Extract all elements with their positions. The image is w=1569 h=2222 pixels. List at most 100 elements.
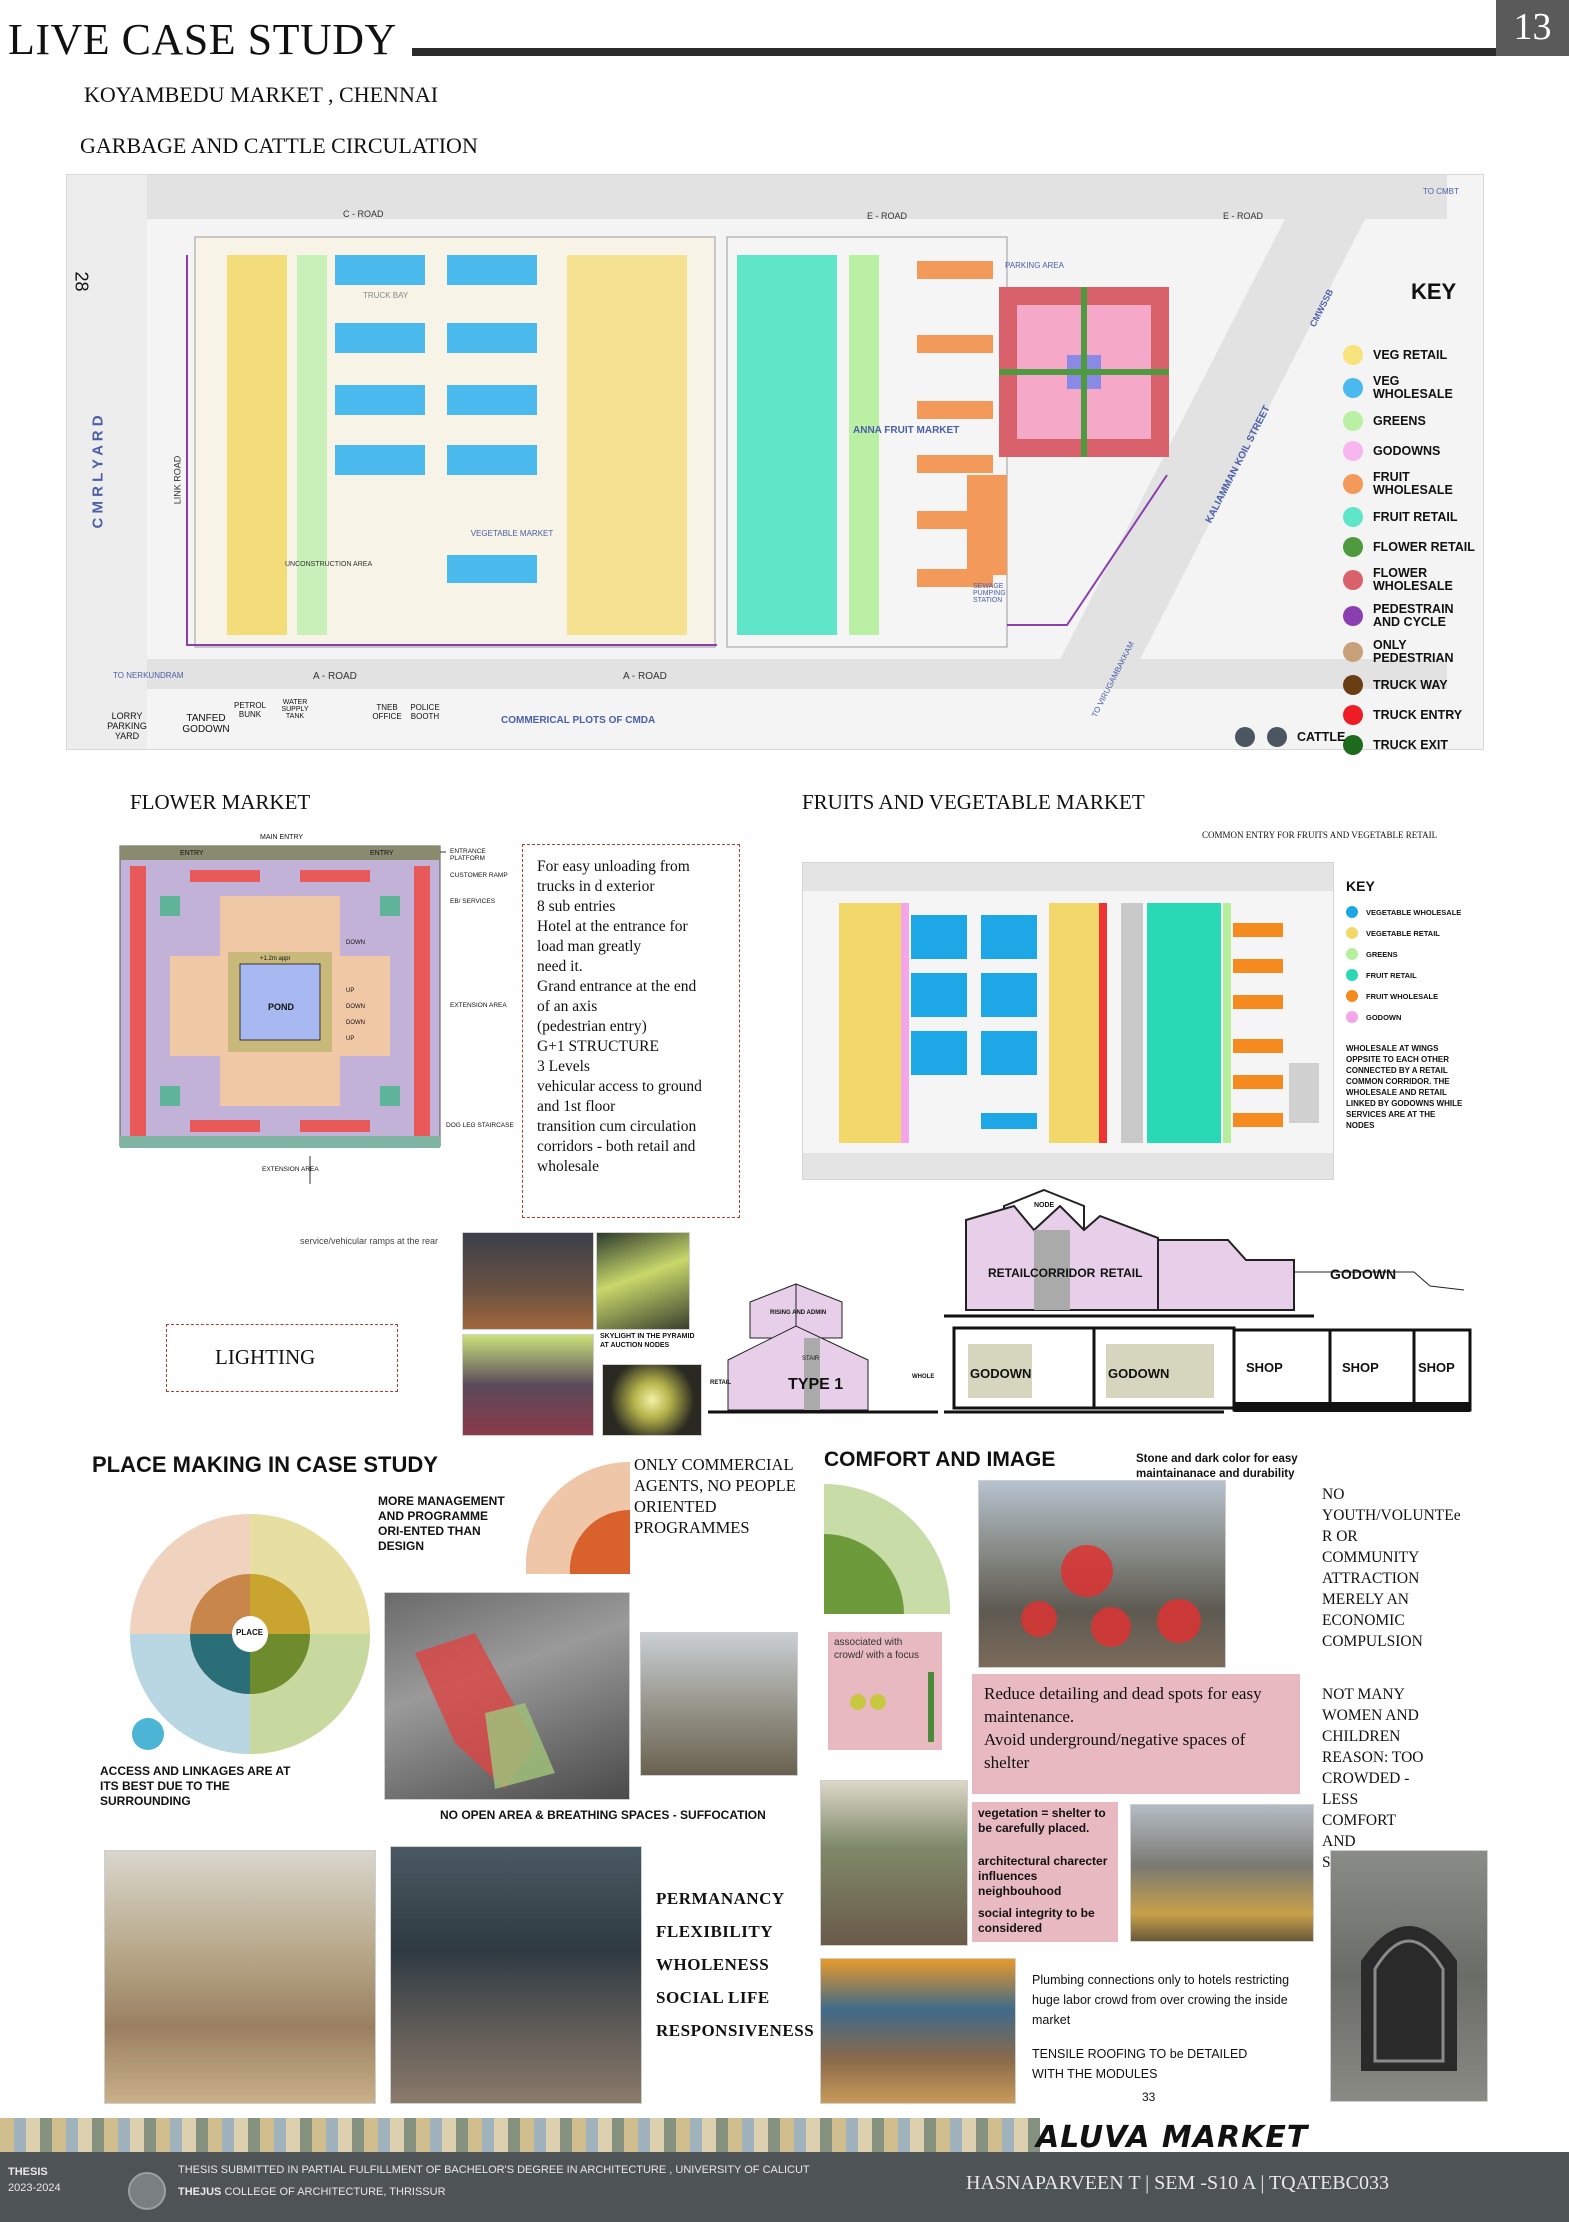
crowd-focus-drawing: [850, 1672, 934, 1742]
flower-note-line: Hotel at the entrance for: [537, 918, 688, 935]
flower-note-line: and 1st floor: [537, 1098, 616, 1115]
cattle-legend: CATTLE: [1267, 727, 1345, 747]
key-swatch-icon: [1343, 735, 1363, 755]
flower-label-extension-area: EXTENSION AREA: [450, 1002, 507, 1009]
market-shed-photo: [104, 1850, 376, 2104]
sociability-fan-drawing: [525, 1461, 630, 1574]
submission-text: THESIS SUBMITTED IN PARTIAL FULFILLMENT …: [178, 2164, 810, 2176]
road-label-a1: A - ROAD: [313, 671, 357, 682]
label-lorry-parking: LORRY PARKING YARD: [107, 711, 147, 741]
type1-label: TYPE 1: [788, 1376, 844, 1393]
flower-label-eb-services: EB/ SERVICES: [450, 898, 496, 905]
quality-wholeness: WHOLENESS: [656, 1955, 770, 1974]
comfort-fan: [824, 1484, 951, 1614]
node-section: NODE RETAIL CORRIDOR RETAIL GODOWN GODOW…: [944, 1180, 1474, 1420]
thesis-year: 2023-2024: [8, 2182, 61, 2194]
fv-key-list: VEGETABLE WHOLESALE VEGETABLE RETAIL GREEN…: [1346, 906, 1466, 1023]
quality-social-life: SOCIAL LIFE: [656, 1988, 770, 2007]
upper-godown: GODOWN: [1330, 1266, 1397, 1282]
college-text: THEJUS COLLEGE OF ARCHITECTURE, THRISSUR: [178, 2186, 446, 2198]
key-swatch-icon: [1343, 570, 1363, 590]
flower-entry-left: ENTRY: [180, 850, 204, 857]
key-swatch-icon: [1343, 642, 1363, 662]
label-anna-fruit-market: ANNA FRUIT MARKET: [853, 425, 960, 436]
cmrl-yard-label: C M R L Y A R D: [89, 415, 107, 529]
road-label-e1: E - ROAD: [867, 211, 908, 221]
flower-label-dog-leg: DOG LEG STAIRCASE: [446, 1122, 514, 1129]
key-swatch-icon: [1343, 705, 1363, 725]
fv-plan-drawing: [803, 863, 1333, 1179]
flower-label-down2: DOWN: [346, 1004, 365, 1010]
management-note: MORE MANAGEMENT AND PROGRAMME ORI-ENTED …: [378, 1494, 505, 1553]
shop-3: SHOP: [1418, 1360, 1455, 1375]
key-label: PEDESTRAIN AND CYCLE: [1373, 602, 1454, 629]
label-tneb-office: TNEB OFFICE: [372, 703, 402, 721]
college-logo-icon: [128, 2172, 166, 2210]
key-label: VEG RETAIL: [1373, 347, 1448, 362]
flyover-photo: [640, 1632, 798, 1776]
label-to-nerkundram: TO NERKUNDRAM: [113, 671, 184, 680]
flower-note-line: 8 sub entries: [537, 898, 616, 915]
key-swatch-icon: [1346, 948, 1358, 960]
label-water-tank: WATER SUPPLY TANK: [281, 699, 309, 720]
fv-key-item: GODOWN: [1346, 1011, 1466, 1023]
qualities-list: PERMANANCY FLEXIBILITY WHOLENESS SOCIAL …: [656, 1882, 814, 2047]
fv-key-item: VEGETABLE RETAIL: [1346, 927, 1466, 939]
key-label: VEGETABLE WHOLESALE: [1366, 907, 1462, 917]
lighting-photo-crowd: [462, 1334, 594, 1436]
node-label: NODE: [1034, 1202, 1055, 1209]
flower-note-line: vehicular access to ground: [537, 1078, 702, 1095]
key-swatch-icon: [1346, 1011, 1358, 1023]
flower-market-heading: FLOWER MARKET: [130, 790, 311, 814]
college-name: COLLEGE OF ARCHITECTURE, THRISSUR: [224, 2186, 446, 2198]
site-key-title: KEY: [1411, 279, 1457, 304]
key-swatch-icon: [1343, 441, 1363, 461]
lighting-label: LIGHTING: [215, 1345, 316, 1369]
site-key-item: FRUIT RETAIL: [1343, 507, 1483, 527]
fv-key-item: FRUIT WHOLESALE: [1346, 990, 1466, 1002]
label-unconstruction: UNCONSTRUCTION AREA: [285, 561, 373, 568]
flower-label-down1: DOWN: [346, 940, 365, 946]
upper-retail-1: RETAIL: [988, 1266, 1031, 1280]
fv-key-title: KEY: [1346, 878, 1375, 894]
flower-entry-right: ENTRY: [370, 850, 394, 857]
flower-note-line: of an axis: [537, 998, 598, 1015]
corridor-photo: [390, 1846, 642, 2104]
page-reference: 33: [1142, 2090, 1156, 2104]
key-label: GREENS: [1366, 949, 1398, 959]
type1-retail-label: RETAIL: [710, 1380, 732, 1386]
flower-note-line: load man greatly: [537, 938, 642, 955]
site-key-item: VEG RETAIL: [1343, 345, 1483, 365]
place-diagram: PLACE: [100, 1494, 370, 1794]
flower-note-line: Grand entrance at the end: [537, 978, 697, 995]
key-swatch-icon: [1343, 675, 1363, 695]
key-label: FRUIT WHOLESALE: [1366, 991, 1439, 1001]
cattle-label: CATTLE: [1297, 730, 1346, 744]
key-swatch-icon: [1343, 378, 1363, 398]
key-swatch-icon: [1343, 345, 1363, 365]
key-swatch-icon: [1346, 969, 1358, 981]
fv-key-note: WHOLESALE AT WINGS OPPSITE TO EACH OTHER…: [1346, 1044, 1463, 1130]
case-subtitle: KOYAMBEDU MARKET , CHENNAI: [84, 82, 439, 107]
flower-note-line: (pedestrian entry): [537, 1018, 647, 1035]
plumbing-note: Plumbing connections only to hotels rest…: [1032, 1973, 1290, 2027]
site-key-item: FLOWER RETAIL: [1343, 537, 1483, 557]
quality-responsiveness: RESPONSIVENESS: [656, 2021, 815, 2040]
road-label-a2: A - ROAD: [623, 671, 667, 682]
site-key-item: FRUIT WHOLESALE: [1343, 471, 1483, 497]
flower-label-level: +1.2m appr: [260, 956, 291, 962]
key-label: FLOWER WHOLESALE: [1373, 566, 1453, 593]
crowd-focus-box: associated with crowd/ with a focus: [828, 1632, 942, 1750]
title-rule: [412, 48, 1500, 56]
skylight-caption: SKYLIGHT IN THE PYRAMID AT AUCTION NODES: [600, 1333, 695, 1349]
site-key-item: PEDESTRAIN AND CYCLE: [1343, 603, 1483, 629]
node-section-drawing: [944, 1188, 1472, 1414]
site-key-item: FLOWER WHOLESALE: [1343, 567, 1483, 593]
site-plan: 28 C M R L Y A R D C - ROAD E - ROAD E -…: [66, 174, 1484, 755]
page-number: 13: [1496, 0, 1569, 56]
label-truck-bay: TRUCK BAY: [363, 291, 409, 300]
key-label: GREENS: [1373, 413, 1426, 428]
comfort-heading: COMFORT AND IMAGE: [824, 1448, 1056, 1471]
crowd-note: associated with crowd/ with a focus: [834, 1637, 920, 1661]
cattle-swatch-icon: [1267, 727, 1287, 747]
